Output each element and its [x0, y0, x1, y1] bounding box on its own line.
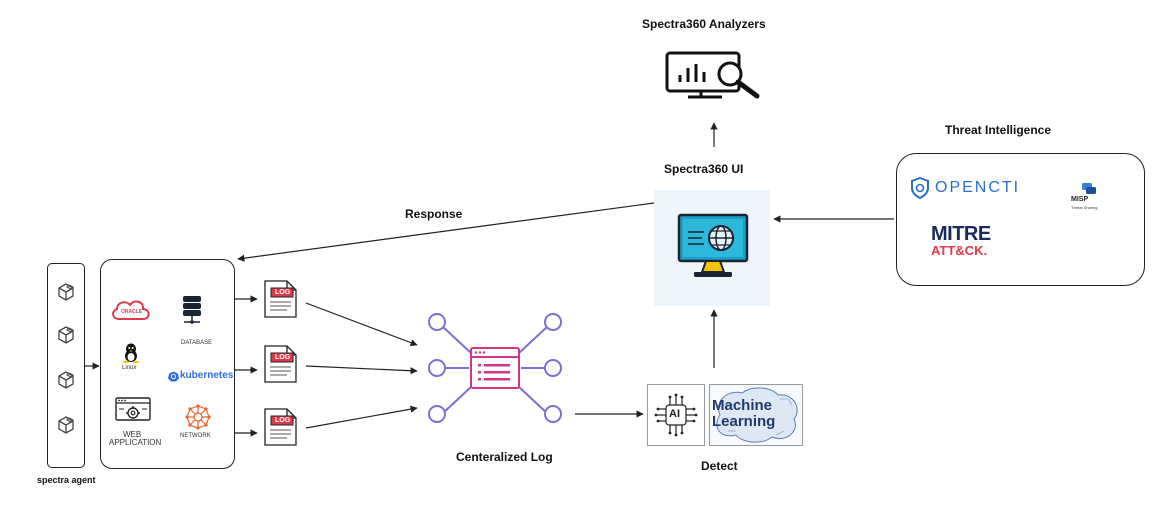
spectra-agent-column [47, 263, 85, 468]
linux-tux-icon [123, 343, 139, 363]
log-tag: LOG [275, 417, 291, 424]
chart-magnifier-icon [665, 51, 760, 99]
log-file-icon [264, 280, 297, 318]
central-log-label: Centeralized Log [456, 450, 553, 464]
spectra-ui-panel [654, 190, 770, 306]
ml-label-line2: Learning [712, 413, 776, 430]
monitor-globe-icon [677, 213, 749, 277]
linux-label: Linux [122, 365, 137, 371]
log-file-1: LOG [263, 280, 299, 318]
arrow-response [237, 202, 655, 262]
ai-chip-box: AI [647, 384, 705, 446]
arrow-log2-to-hub [305, 365, 418, 375]
kubernetes-label: kubernetes [180, 370, 234, 381]
data-sources-box: ORACLE DATABASE Linux kubernetes [100, 259, 235, 469]
log-file-2: LOG [263, 345, 299, 383]
machine-learning-box: Machine Learning [709, 384, 803, 446]
spectra-ui-title: Spectra360 UI [664, 162, 744, 176]
ai-chip-icon [654, 393, 698, 437]
package-icon [58, 283, 74, 301]
threat-intel-box: OPENCTI MISP Threat Sharing MITRE ATT&CK… [896, 153, 1145, 286]
log-file-3: LOG [263, 408, 299, 446]
detect-label: Detect [701, 459, 738, 473]
arrow-log1-to-hub [305, 302, 418, 347]
mitre-logo: MITRE [931, 223, 991, 245]
database-label: DATABASE [181, 340, 213, 346]
brain-circuit-icon [716, 387, 798, 443]
spectra-agent-label: spectra agent [37, 475, 96, 485]
web-application-icon [115, 397, 151, 421]
misp-logo: MISP [1071, 196, 1089, 203]
package-icon [58, 326, 74, 344]
threat-intel-title: Threat Intelligence [945, 123, 1052, 137]
misp-subtitle: Threat Sharing [1071, 205, 1098, 210]
log-tag: LOG [275, 354, 291, 361]
package-icon [58, 371, 74, 389]
network-icon [185, 404, 211, 430]
misp-chat-icon [1082, 183, 1096, 194]
web-label-line2: APPLICATION [109, 438, 162, 447]
opencti-shield-icon [911, 177, 929, 199]
oracle-label: ORACLE [121, 309, 143, 315]
oracle-cloud-icon [112, 300, 150, 320]
network-label: NETWORK [180, 433, 211, 439]
ai-label: AI [669, 408, 680, 420]
opencti-logo: OPENCTI [935, 179, 1021, 196]
ml-label-line1: Machine [712, 397, 773, 414]
database-icon [183, 296, 201, 324]
attack-logo: ATT&CK. [931, 243, 988, 258]
arrow-log3-to-hub [305, 405, 418, 429]
web-label-line1: WEB [123, 430, 142, 439]
log-hub-icon [428, 313, 562, 423]
log-tag: LOG [275, 289, 291, 296]
log-file-icon [264, 345, 297, 383]
response-label: Response [405, 207, 463, 221]
log-file-icon [264, 408, 297, 446]
analyzers-title: Spectra360 Analyzers [642, 17, 766, 31]
package-icon [58, 416, 74, 434]
kubernetes-icon [168, 371, 179, 382]
